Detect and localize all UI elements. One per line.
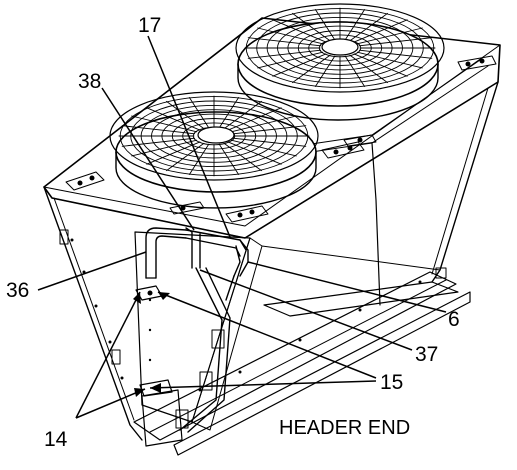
fan-rear (235, 3, 445, 121)
callout-6: 6 (448, 308, 460, 331)
callout-14: 14 (44, 428, 68, 451)
header-end-caption: HEADER END (279, 417, 410, 439)
callout-38: 38 (78, 70, 101, 93)
header-piping (135, 227, 249, 447)
leader-lines (37, 35, 447, 419)
callout-36: 36 (6, 279, 29, 302)
callout-37: 37 (415, 343, 438, 366)
fan-front (109, 91, 319, 209)
leader-arrowheads (133, 292, 170, 397)
frame-legs (43, 81, 499, 456)
callout-17: 17 (138, 14, 161, 37)
callout-15: 15 (380, 371, 403, 394)
